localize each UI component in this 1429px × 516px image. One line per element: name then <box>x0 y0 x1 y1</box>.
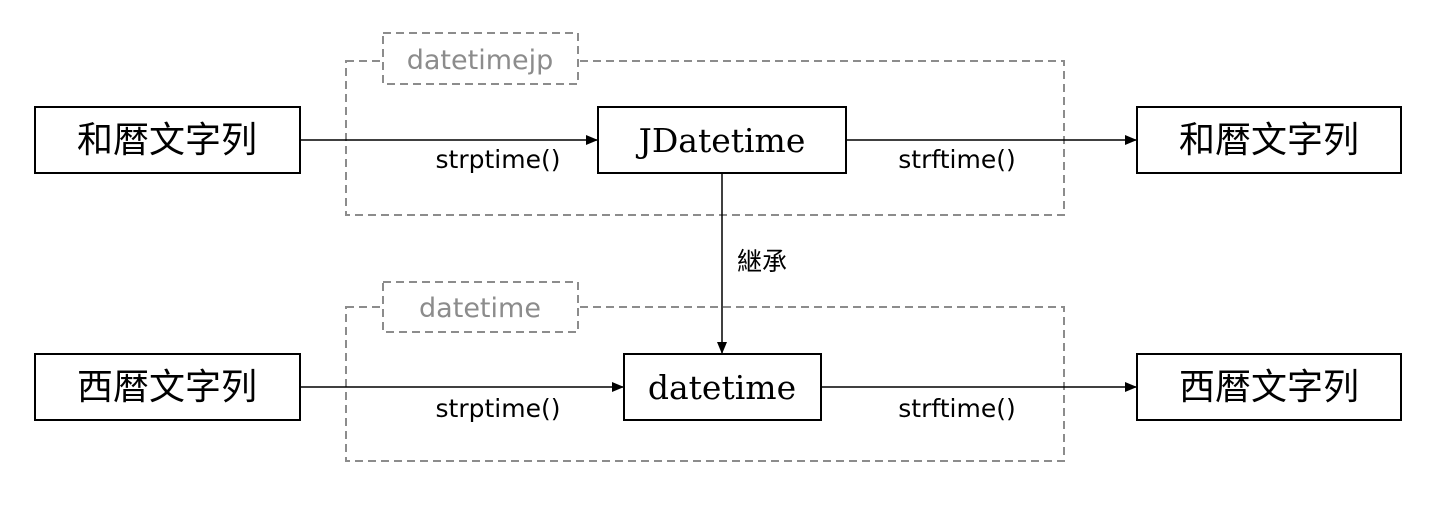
node-wareki-input: 和暦文字列 <box>34 106 301 174</box>
node-wareki-output-label: 和暦文字列 <box>1179 120 1359 161</box>
group-datetimejp: datetimejp <box>345 32 1065 216</box>
node-seireki-input-box <box>34 353 301 421</box>
node-wareki-output-box <box>1136 106 1402 174</box>
node-seireki-input-label: 西暦文字列 <box>77 367 257 408</box>
edges <box>300 135 1137 392</box>
node-jdatetime: JDatetime <box>597 106 847 174</box>
node-wareki-input-label: 和暦文字列 <box>77 120 257 161</box>
group-datetime: datetime <box>345 281 1065 462</box>
group-datetime-frame <box>345 306 1065 462</box>
node-seireki-output: 西暦文字列 <box>1136 353 1402 421</box>
node-seireki-output-box <box>1136 353 1402 421</box>
edge-label-dt-strftime: strftime() <box>898 394 1015 423</box>
node-jdatetime-box <box>597 106 847 174</box>
node-seireki-output-label: 西暦文字列 <box>1179 367 1359 408</box>
edge-label-inherit: 継承 <box>737 247 787 276</box>
node-datetime: datetime <box>623 353 822 421</box>
node-wareki-input-box <box>34 106 301 174</box>
group-datetimejp-label: datetimejp <box>407 45 554 76</box>
group-datetime-label: datetime <box>419 293 541 324</box>
edge-label-jp-strptime: strptime() <box>436 145 561 174</box>
edge-label-dt-strptime: strptime() <box>436 394 561 423</box>
group-datetimejp-tab <box>382 32 579 85</box>
group-datetime-tab <box>382 281 579 333</box>
node-jdatetime-label: JDatetime <box>636 121 806 160</box>
group-datetimejp-frame <box>345 60 1065 216</box>
node-seireki-input: 西暦文字列 <box>34 353 301 421</box>
node-wareki-output: 和暦文字列 <box>1136 106 1402 174</box>
node-datetime-label: datetime <box>648 368 796 407</box>
edge-label-jp-strftime: strftime() <box>898 145 1015 174</box>
node-datetime-box <box>623 353 822 421</box>
